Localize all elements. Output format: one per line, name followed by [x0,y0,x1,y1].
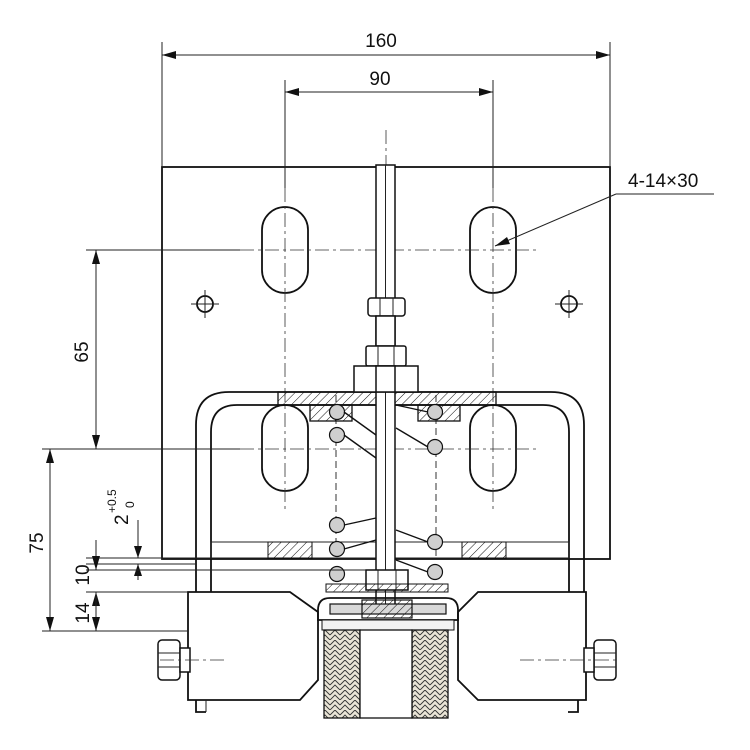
bottom-nut [325,569,449,593]
dimension-gap: 2 +0.5 0 [86,489,211,580]
dimension-90: 90 [284,69,494,188]
dimension-160-label: 160 [365,31,397,52]
dimension-160: 160 [161,31,611,167]
dimension-65-label: 65 [72,341,93,362]
shoe-base [187,591,587,713]
dimension-75: 75 [27,448,188,632]
gap-tol-upper-label: +0.5 [105,489,119,513]
round-hole-left [191,290,219,318]
guide-lining-left [323,629,361,719]
dimension-14: 14 [73,592,100,631]
dimension-10-label: 10 [73,564,94,585]
dimension-65: 65 [72,249,240,450]
dimension-10: 10 [73,540,366,606]
round-hole-right [555,290,583,318]
compression-spring-left [328,403,377,583]
dimension-90-label: 90 [369,69,390,90]
side-bolt-left [157,639,224,681]
slot-spec-label: 4-14×30 [628,171,698,192]
gap-tol-lower-label: 0 [123,501,137,508]
dimension-75-label: 75 [27,532,48,553]
side-bolt-right [520,639,617,681]
slot-leader: 4-14×30 [494,171,714,247]
guide-lining-right [411,629,449,719]
gap-value-label: 2 [112,514,133,525]
compression-spring-right [395,403,444,581]
dimension-14-label: 14 [73,602,94,624]
rail-gap [359,629,413,719]
adjusting-bolt [353,164,419,606]
